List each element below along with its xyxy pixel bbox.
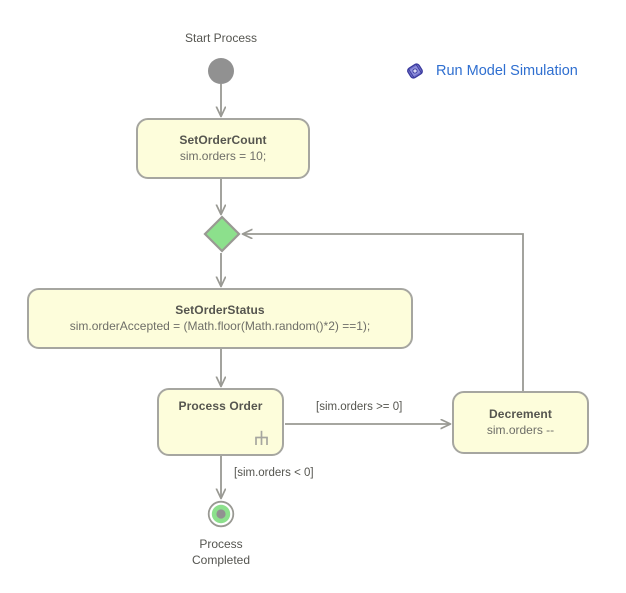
action-node-body: sim.orders = 10; <box>179 149 267 163</box>
action-node-decrement[interactable]: Decrement sim.orders -- <box>452 391 589 454</box>
final-node-label-line-1: Process <box>199 537 243 551</box>
action-node-setorderstatus[interactable]: SetOrderStatus sim.orderAccepted = (Math… <box>27 288 413 349</box>
rake-icon <box>254 430 269 446</box>
run-model-simulation-link[interactable]: Run Model Simulation <box>404 60 578 82</box>
action-node-title: SetOrderCount <box>179 133 267 147</box>
initial-node-icon[interactable] <box>208 58 234 84</box>
start-process-label: Start Process <box>184 31 258 45</box>
run-simulation-icon <box>404 60 426 82</box>
run-model-simulation-label: Run Model Simulation <box>436 63 578 79</box>
action-node-title: Decrement <box>489 407 552 421</box>
final-node-label: Process Completed <box>141 536 301 568</box>
decision-diamond-icon[interactable] <box>203 215 241 253</box>
action-node-title: SetOrderStatus <box>175 303 265 317</box>
action-node-body: sim.orders -- <box>486 423 555 437</box>
action-node-setordercount[interactable]: SetOrderCount sim.orders = 10; <box>136 118 310 179</box>
action-node-body: sim.orderAccepted = (Math.floor(Math.ran… <box>69 319 371 333</box>
action-node-processorder[interactable]: Process Order <box>157 388 284 456</box>
final-node-icon[interactable] <box>207 500 235 528</box>
guard-label-orders-less-than-zero: [sim.orders < 0] <box>234 467 314 479</box>
action-node-title: Process Order <box>178 399 263 413</box>
guard-label-orders-greater-equal-zero: [sim.orders >= 0] <box>316 401 403 413</box>
final-node-label-line-2: Completed <box>191 553 251 567</box>
